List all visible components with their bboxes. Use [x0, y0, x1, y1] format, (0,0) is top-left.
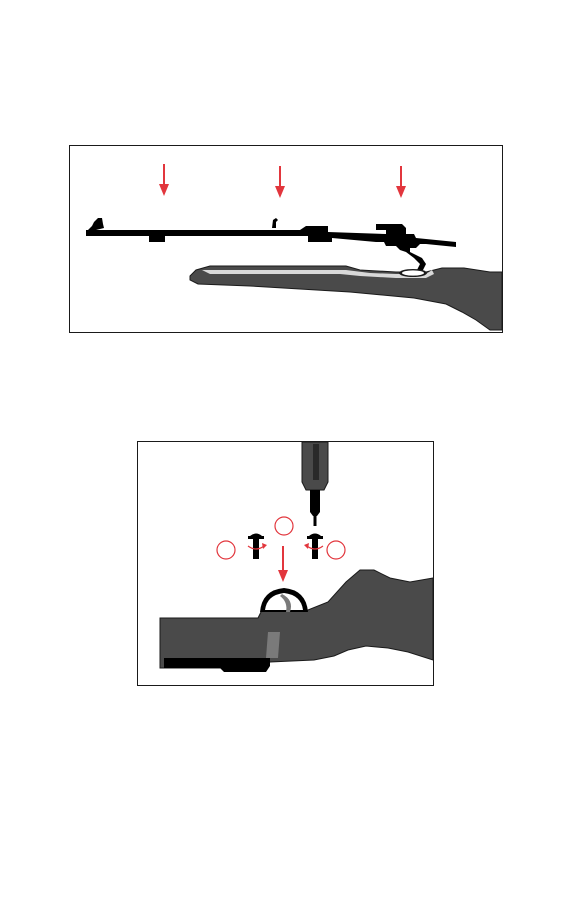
rifle-stock	[159, 569, 433, 672]
step-marker-right	[326, 540, 346, 560]
barrel-action-diagram	[86, 164, 502, 331]
rotate-arrow-icon-right	[304, 543, 324, 550]
step-marker-left	[216, 540, 236, 560]
barrel-and-action	[86, 218, 456, 272]
arrow-down-icon	[278, 546, 288, 582]
trigger-guard-diagram	[159, 442, 433, 672]
arrow-down-icon-left	[159, 164, 169, 196]
step-marker-top	[274, 516, 294, 536]
guard-screw-left	[247, 533, 267, 559]
arrow-down-icon-middle	[275, 166, 285, 198]
screwdriver	[301, 442, 329, 526]
rotate-arrow-icon-left	[247, 543, 267, 550]
rifle-stock	[189, 265, 502, 331]
trigger-guard	[260, 588, 308, 612]
figure-barrel-action-install	[69, 145, 503, 333]
figure-trigger-guard-screws	[137, 441, 434, 686]
guard-screw-right	[304, 533, 324, 559]
arrow-down-icon-right	[396, 166, 406, 198]
